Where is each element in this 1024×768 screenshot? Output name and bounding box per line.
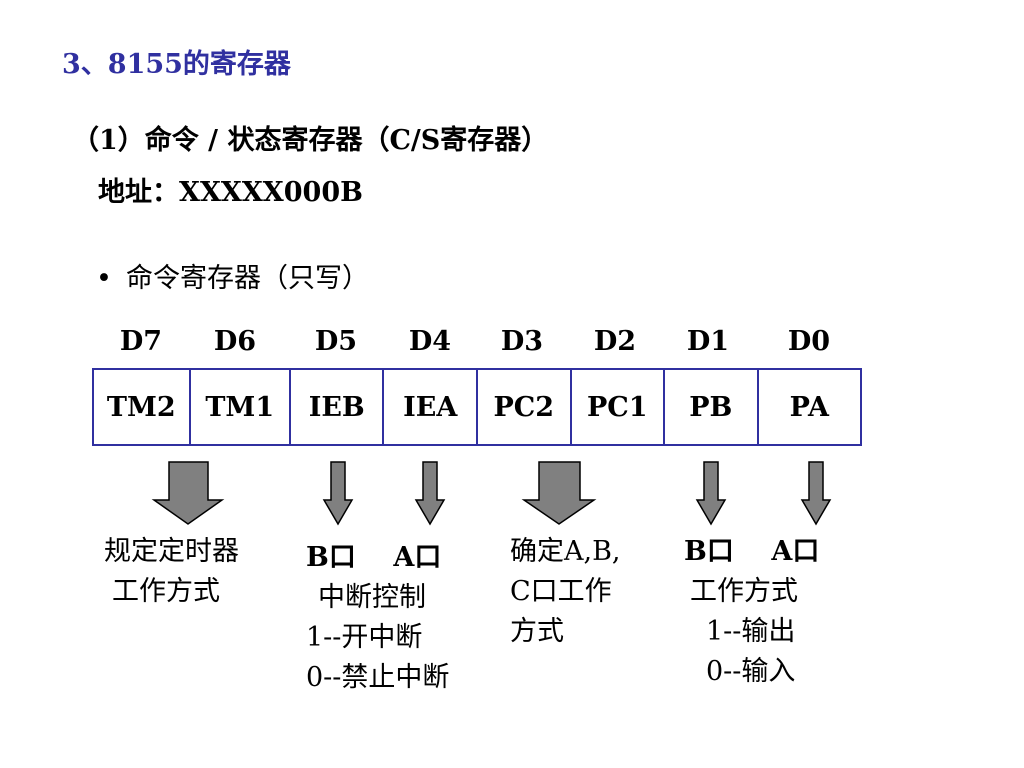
timer-desc-line2: 工作方式 [112, 576, 220, 607]
interrupt-desc-line3: 0--禁止中断 [306, 662, 450, 693]
io-ports-label: B口 A口 [684, 536, 820, 567]
io-desc-line3: 0--输入 [706, 656, 796, 687]
down-arrow-iea [414, 461, 446, 526]
io-description: B口 A口 工作方式 1--输出 0--输入 [684, 532, 819, 692]
command-register-table: TM2 TM1 IEB IEA PC2 PC1 PB PA [92, 368, 862, 446]
bit-label-d5: D5 [314, 326, 358, 357]
portc-description: 确定A,B, C口工作 方式 [510, 532, 621, 652]
portc-desc-line2: C口工作 [510, 576, 612, 607]
bit-label-d1: D1 [686, 326, 730, 357]
bit-label-d6: D6 [213, 326, 257, 357]
bit-label-d4: D4 [408, 326, 452, 357]
down-arrow-ieb [322, 461, 354, 526]
register-cell-pc1: PC1 [569, 370, 664, 444]
bit-label-d0: D0 [787, 326, 831, 357]
register-cell-tm1: TM1 [188, 370, 289, 444]
register-cell-ieb: IEB [288, 370, 383, 444]
timer-desc-line1: 规定定时器 [104, 536, 239, 567]
interrupt-ports-label: B口 A口 [306, 542, 442, 573]
bit-label-d3: D3 [500, 326, 544, 357]
bullet-text: 命令寄存器（只写） [126, 263, 369, 294]
bullet-item: • 命令寄存器（只写） [96, 256, 369, 295]
down-arrow-pa [800, 461, 832, 526]
register-cell-pa: PA [756, 370, 860, 444]
portc-desc-line3: 方式 [510, 616, 564, 647]
page-title: 3、8155的寄存器 [62, 49, 291, 80]
bullet-dot: • [96, 263, 112, 294]
interrupt-desc-line1: 中断控制 [318, 582, 426, 613]
io-desc-line2: 1--输出 [706, 616, 796, 647]
register-cell-pb: PB [663, 370, 757, 444]
down-arrow-pb [695, 461, 727, 526]
io-desc-line1: 工作方式 [690, 576, 798, 607]
register-cell-tm2: TM2 [106, 391, 176, 423]
register-cell-iea: IEA [382, 370, 476, 444]
bit-label-d7: D7 [119, 326, 163, 357]
portc-desc-line1: 确定A,B, [510, 536, 621, 567]
interrupt-description: B口 A口 中断控制 1--开中断 0--禁止中断 [306, 538, 449, 698]
interrupt-desc-line2: 1--开中断 [306, 622, 423, 653]
down-arrow-timer [151, 461, 225, 525]
address-line: 地址：XXXXX000B [98, 177, 363, 208]
register-cell-pc2: PC2 [476, 370, 570, 444]
cs-register-heading: （1）命令 / 状态寄存器（C/S寄存器） [72, 125, 549, 156]
bit-label-d2: D2 [593, 326, 637, 357]
down-arrow-portc [521, 461, 597, 525]
timer-description: 规定定时器 工作方式 [104, 532, 239, 612]
